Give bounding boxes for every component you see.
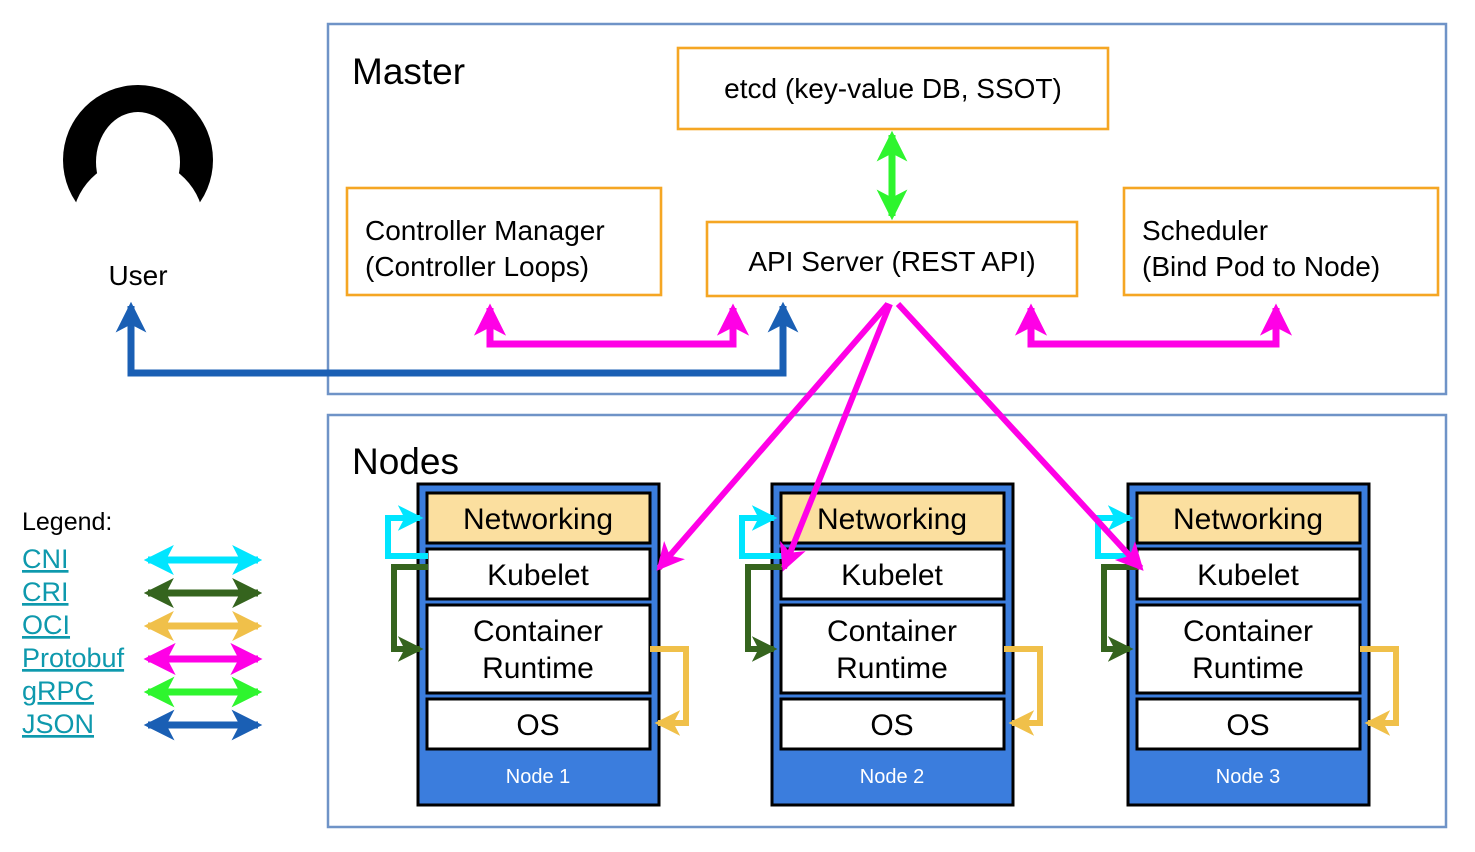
node-1-kubelet-label: Kubelet [487,559,589,592]
node-2-networking-box[interactable] [779,491,1006,545]
connector-json-user-apiserver [115,301,799,377]
node-3-container-runtime-label-line1: Container [1183,615,1313,648]
node-3-kubelet-label: Kubelet [1197,559,1299,592]
node-2-container-runtime-box[interactable] [779,603,1006,695]
node-3-connector-oci [1360,646,1399,736]
legend-item-protobuf-label[interactable]: Protobuf [22,643,125,673]
scheduler-box[interactable] [1122,186,1440,297]
node-1-connector-cni [385,505,428,559]
node-2-connector-cni [739,505,782,559]
node-2-os-box[interactable] [779,697,1006,751]
node-2-connector-cri [745,564,782,662]
node-3-container-runtime-label-line2: Runtime [1192,652,1304,685]
legend-item-json-label[interactable]: JSON [22,709,94,739]
node-3-name-label: Node 3 [1216,766,1281,788]
connector-protobuf-apiserver-node3-kubelet [895,301,1144,571]
node-2-os-label: OS [870,709,913,742]
node-1-connector-cri [391,564,428,662]
node-1-os-box[interactable] [425,697,652,751]
legend-item-cni-label[interactable]: CNI [22,544,69,574]
user-avatar-icon [63,85,213,230]
node-1[interactable]: Networking Kubelet Container Runtime OS … [385,482,689,807]
node-3-networking-label: Networking [1173,503,1323,536]
node-1-networking-label: Networking [463,503,613,536]
user-label: User [108,260,167,291]
api-server-label: API Server (REST API) [748,246,1035,277]
master-panel-title: Master [352,51,465,92]
connector-protobuf-scheduler-apiserver [1014,303,1293,348]
nodes-panel-title: Nodes [352,441,459,482]
node-1-name-label: Node 1 [506,766,571,788]
controller-manager-box[interactable] [345,186,663,297]
api-server-box[interactable] [705,220,1079,298]
node-3-container-runtime-box[interactable] [1135,603,1362,695]
node-2-container-runtime-label-line2: Runtime [836,652,948,685]
node-3-os-box[interactable] [1135,697,1362,751]
node-3-kubelet-box[interactable] [1135,547,1362,601]
connector-protobuf-apiserver-node2-kubelet [780,302,893,572]
connector-protobuf-apiserver-node1-kubelet [656,302,891,571]
node-3[interactable]: Networking Kubelet Container Runtime OS … [1095,482,1399,807]
legend-item-cri-label[interactable]: CRI [22,577,69,607]
node-1-container-runtime-box[interactable] [425,603,652,695]
scheduler-label-line2: (Bind Pod to Node) [1142,251,1380,282]
node-2-networking-label: Networking [817,503,967,536]
controller-manager-label-line1: Controller Manager [365,215,605,246]
etcd-box-label: etcd (key-value DB, SSOT) [724,73,1062,104]
scheduler-label-line1: Scheduler [1142,215,1268,246]
node-1-container-runtime-label-line2: Runtime [482,652,594,685]
node-2-kubelet-label: Kubelet [841,559,943,592]
node-1-networking-box[interactable] [425,491,652,545]
node-3-os-label: OS [1226,709,1269,742]
node-2-container-runtime-label-line1: Container [827,615,957,648]
node-1-connector-oci [650,646,689,736]
node-1-kubelet-box[interactable] [425,547,652,601]
node-2-connector-oci [1004,646,1043,736]
node-3-networking-box[interactable] [1135,491,1362,545]
legend-item-grpc-label[interactable]: gRPC [22,676,94,706]
etcd-box[interactable] [676,46,1110,131]
node-1-container-runtime-label-line1: Container [473,615,603,648]
legend-title: Legend: [22,508,112,536]
legend: Legend: CNI CRI OCI Protobuf gRPC JSON [22,508,263,741]
legend-item-oci-label[interactable]: OCI [22,610,70,640]
node-2-name-label: Node 2 [860,766,925,788]
node-2-kubelet-box[interactable] [779,547,1006,601]
node-2[interactable]: Networking Kubelet Container Runtime OS … [739,482,1043,807]
controller-manager-label-line2: (Controller Loops) [365,251,589,282]
node-1-os-label: OS [516,709,559,742]
